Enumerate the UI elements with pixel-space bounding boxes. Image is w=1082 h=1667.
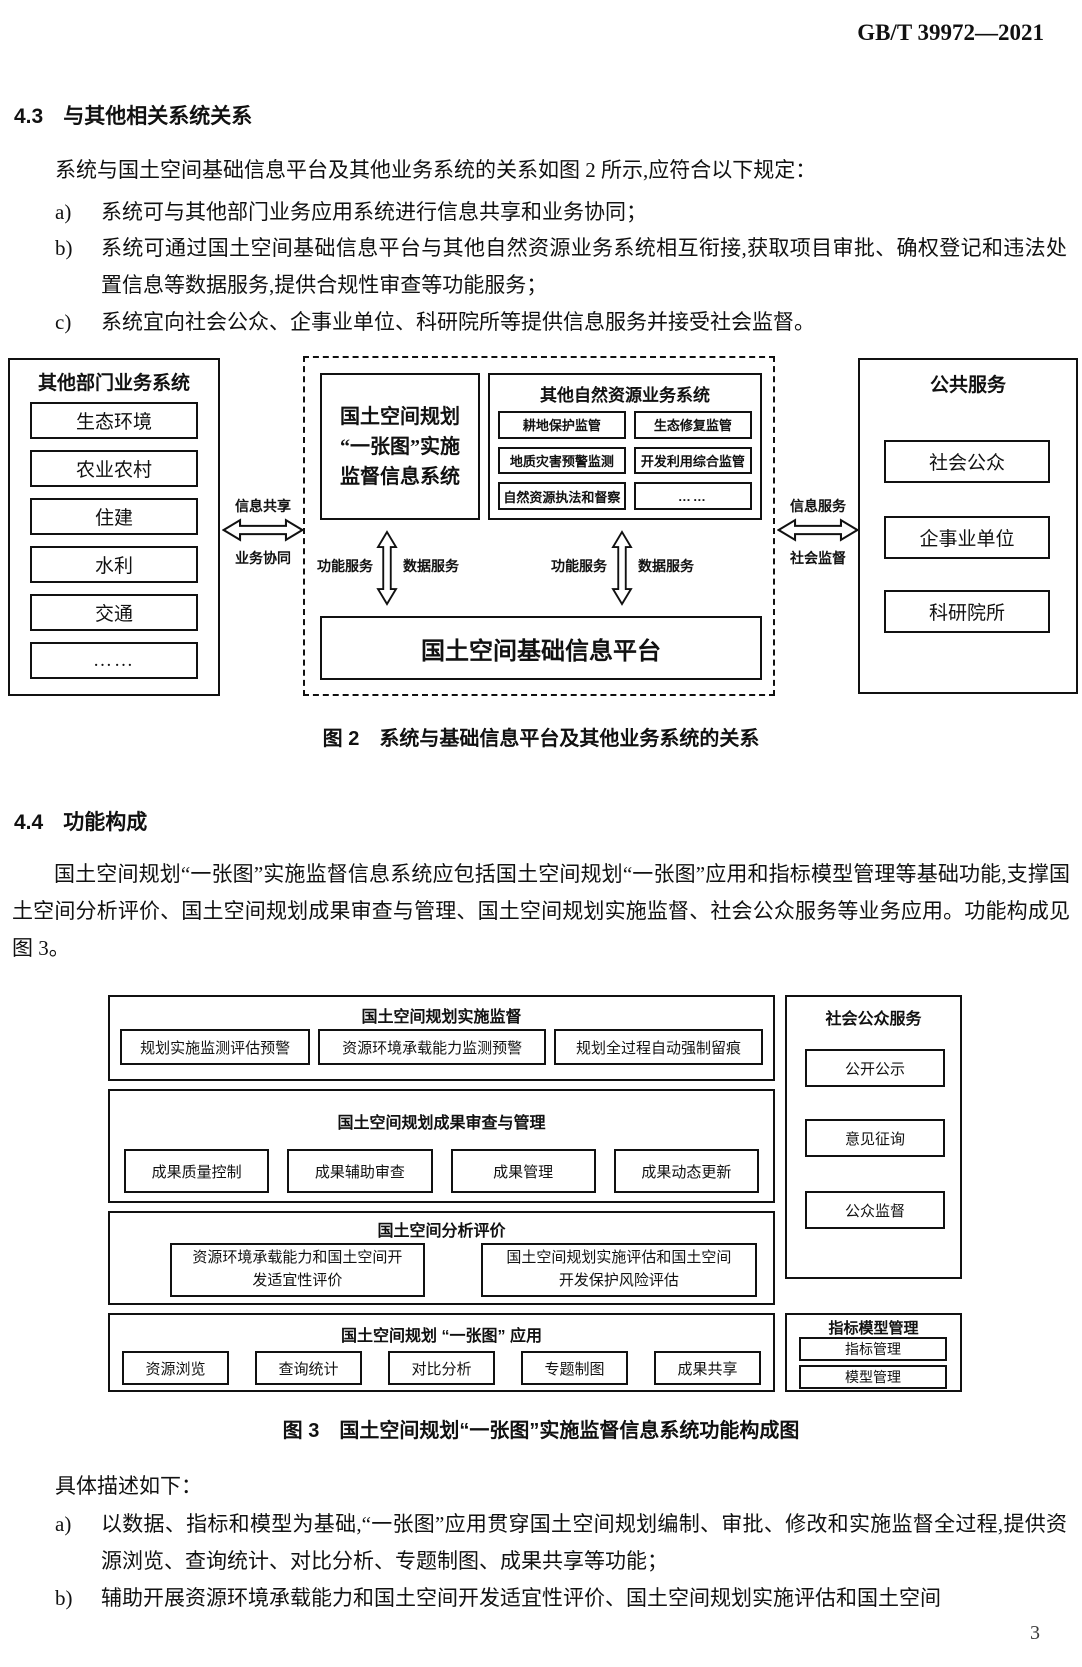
fig3-block-implementation-supervision: 国土空间规划实施监督 规划实施监测评估预警 资源环境承载能力监测预警 规划全过程… <box>108 995 775 1081</box>
system-name-line: 国土空间规划 <box>340 405 460 428</box>
dept-item-box: 水利 <box>30 546 198 583</box>
right-arrow-top-label: 信息服务 <box>790 498 846 514</box>
fig3-item-box: 成果辅助审查 <box>287 1149 433 1193</box>
fig3-item-box: 资源浏览 <box>122 1351 229 1385</box>
nat-item-box: 生态修复监管 <box>633 411 752 439</box>
figure-3-caption: 图 3 国土空间规划“一张图”实施监督信息系统功能构成图 <box>282 1420 800 1442</box>
list-item-label: c) <box>55 310 72 334</box>
bidirectional-vertical-arrow-icon <box>376 530 398 606</box>
function-service-label: 功能服务 <box>551 558 607 574</box>
box-title: 其他部门业务系统 <box>37 373 190 394</box>
fig3-side-item-box: 公众监督 <box>805 1191 945 1229</box>
list-item-text: 辅助开展资源环境承载能力和国土空间开发适宜性评价、国土空间规划实施评估和国土空间 <box>101 1586 941 1610</box>
fig3-block-one-map-application: 国土空间规划 “一张图” 应用 资源浏览 查询统计 对比分析 专题制图 成果共享 <box>108 1313 775 1392</box>
list-item-text: 以数据、指标和模型为基础,“一张图”应用贯穿国土空间规划编制、审批、修改和实施监… <box>101 1512 1067 1573</box>
box-title: 公共服务 <box>929 375 1006 396</box>
fig3-side-indicator-model: 指标模型管理 指标管理 模型管理 <box>785 1313 962 1392</box>
bidirectional-vertical-arrow-icon <box>611 530 633 606</box>
block-title: 国土空间规划成果审查与管理 <box>337 1115 546 1132</box>
block-title: 国土空间分析评价 <box>377 1223 506 1240</box>
fig3-item-box: 资源环境承载能力和国土空间开发适宜性评价 <box>170 1243 425 1297</box>
block-title: 指标模型管理 <box>828 1320 919 1337</box>
list-item-c: c) 系统宜向社会公众、企事业单位、科研院所等提供信息服务并接受社会监督。 <box>55 304 1067 341</box>
fig3-item-box: 国土空间规划实施评估和国土空间开发保护风险评估 <box>480 1243 757 1297</box>
block-title: 社会公众服务 <box>825 1011 922 1028</box>
fig3-item-box: 规划实施监测评估预警 <box>120 1029 311 1065</box>
left-arrow-top-label: 信息共享 <box>235 498 291 514</box>
figure-2-caption: 图 2 系统与基础信息平台及其他业务系统的关系 <box>322 728 760 750</box>
public-item-box: 社会公众 <box>884 440 1050 483</box>
fig3-item-box: 成果动态更新 <box>613 1149 759 1193</box>
page-number: 3 <box>1030 1622 1040 1644</box>
dept-item-box: 农业农村 <box>30 450 198 487</box>
fig3-block-achievement-review: 国土空间规划成果审查与管理 成果质量控制 成果辅助审查 成果管理 成果动态更新 <box>108 1089 775 1203</box>
fig3-item-box: 成果质量控制 <box>124 1149 270 1193</box>
section-4-3-intro: 系统与国土空间基础信息平台及其他业务系统的关系如图 2 所示,应符合以下规定： <box>55 158 817 182</box>
list-item-text: 系统可通过国土空间基础信息平台与其他自然资源业务系统相互衔接,获取项目审批、确权… <box>101 236 1067 297</box>
natural-resource-systems-box: 其他自然资源业务系统 耕地保护监管 生态修复监管 地质灾害预警监测 开发利用综合… <box>488 373 762 520</box>
public-item-box: 企事业单位 <box>884 516 1050 559</box>
fig3-block-analysis-evaluation: 国土空间分析评价 资源环境承载能力和国土空间开发适宜性评价 国土空间规划实施评估… <box>108 1211 775 1305</box>
detail-item-b: b) 辅助开展资源环境承载能力和国土空间开发适宜性评价、国土空间规划实施评估和国… <box>55 1580 1067 1617</box>
section-title: 与其他相关系统关系 <box>63 105 253 128</box>
fig3-item-box: 成果管理 <box>450 1149 596 1193</box>
list-item-a: a) 系统可与其他部门业务应用系统进行信息共享和业务协同； <box>55 194 1067 231</box>
nat-item-box: 地质灾害预警监测 <box>498 446 626 475</box>
figure-2-diagram: 其他部门业务系统 生态环境 农业农村 住建 水利 交通 …… 信息共享 业务协同… <box>0 356 1082 700</box>
detail-intro: 具体描述如下： <box>55 1474 202 1498</box>
list-item-text: 系统宜向社会公众、企事业单位、科研院所等提供信息服务并接受社会监督。 <box>101 310 815 334</box>
dept-item-box: 生态环境 <box>30 402 198 439</box>
fig3-side-item-box: 意见征询 <box>805 1119 945 1157</box>
section-number: 4.4 <box>14 811 44 834</box>
data-service-label: 数据服务 <box>403 558 459 574</box>
bidirectional-horizontal-arrow-icon <box>777 518 859 542</box>
section-title: 功能构成 <box>63 811 148 834</box>
fig3-item-box: 对比分析 <box>388 1351 495 1385</box>
list-item-b: b) 系统可通过国土空间基础信息平台与其他自然资源业务系统相互衔接,获取项目审批… <box>55 230 1067 304</box>
nat-item-box: 自然资源执法和督察 <box>498 482 626 510</box>
section-number: 4.3 <box>14 105 44 128</box>
box-title: 其他自然资源业务系统 <box>540 386 710 405</box>
fig3-side-item-box: 公开公示 <box>805 1049 945 1087</box>
section-4-4-heading: 4.4 功能构成 <box>14 806 147 836</box>
bidirectional-horizontal-arrow-icon <box>222 518 304 542</box>
public-item-box: 科研院所 <box>884 590 1050 633</box>
page-header: GB/T 39972—2021 <box>857 20 1044 45</box>
data-service-label: 数据服务 <box>638 558 694 574</box>
one-map-system-box: 国土空间规划 “一张图”实施 监督信息系统 <box>320 373 480 520</box>
figure-3-diagram: 国土空间规划实施监督 规划实施监测评估预警 资源环境承载能力监测预警 规划全过程… <box>0 995 1082 1392</box>
system-name-line: 监督信息系统 <box>340 465 460 488</box>
dept-item-box: …… <box>30 642 198 679</box>
list-item-text: 系统可与其他部门业务应用系统进行信息共享和业务协同； <box>101 200 647 224</box>
section-4-4-paragraph: 国土空间规划“一张图”实施监督信息系统应包括国土空间规划“一张图”应用和指标模型… <box>12 862 1070 960</box>
fig3-side-item-box: 指标管理 <box>799 1337 947 1361</box>
one-map-system-dashed-box: 国土空间规划 “一张图”实施 监督信息系统 其他自然资源业务系统 耕地保护监管 … <box>303 356 775 696</box>
system-name-line: “一张图”实施 <box>340 435 460 458</box>
nat-item-box: 开发利用综合监管 <box>633 446 752 475</box>
detail-item-a: a) 以数据、指标和模型为基础,“一张图”应用贯穿国土空间规划编制、审批、修改和… <box>55 1506 1067 1580</box>
nat-item-box: 耕地保护监管 <box>498 411 626 439</box>
fig3-item-box: 成果共享 <box>654 1351 761 1385</box>
right-arrow-bottom-label: 社会监督 <box>790 550 846 566</box>
nat-item-box: …… <box>633 482 752 510</box>
block-title: 国土空间规划 “一张图” 应用 <box>341 1328 542 1345</box>
left-arrow-bottom-label: 业务协同 <box>235 550 291 566</box>
fig3-side-item-box: 模型管理 <box>799 1365 947 1389</box>
dept-item-box: 住建 <box>30 498 198 535</box>
fig3-side-public-service: 社会公众服务 公开公示 意见征询 公众监督 <box>785 995 962 1279</box>
list-item-label: b) <box>55 236 73 260</box>
fig3-item-box: 专题制图 <box>521 1351 628 1385</box>
fig3-item-box: 资源环境承载能力监测预警 <box>318 1029 546 1065</box>
dept-item-box: 交通 <box>30 594 198 631</box>
function-service-label: 功能服务 <box>317 558 373 574</box>
fig3-item-box: 规划全过程自动强制留痕 <box>554 1029 763 1065</box>
fig3-item-box: 查询统计 <box>255 1351 362 1385</box>
list-item-label: b) <box>55 1586 73 1610</box>
list-item-label: a) <box>55 200 72 224</box>
list-item-label: a) <box>55 1512 72 1536</box>
land-spatial-platform-box: 国土空间基础信息平台 <box>320 616 762 680</box>
section-4-3-heading: 4.3 与其他相关系统关系 <box>14 100 252 130</box>
block-title: 国土空间规划实施监督 <box>361 1009 522 1026</box>
